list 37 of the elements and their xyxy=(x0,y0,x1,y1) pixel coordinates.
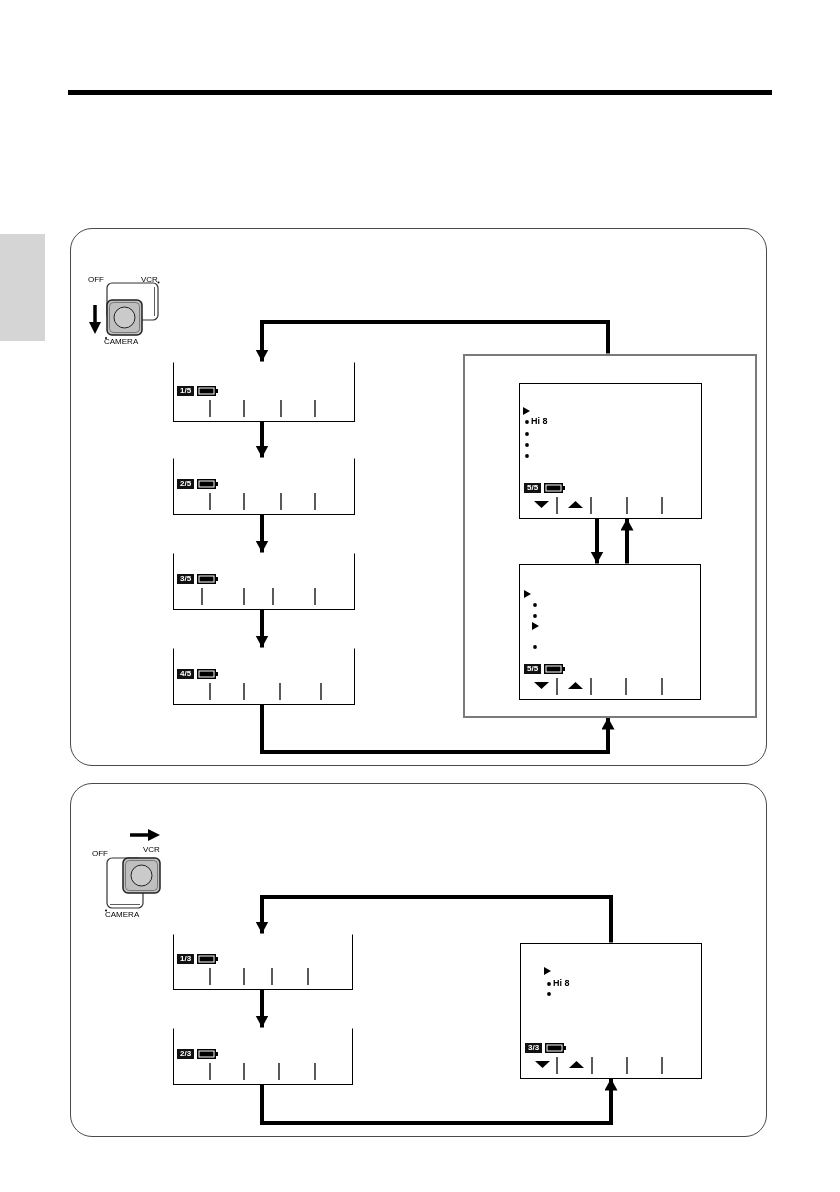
page-indicator: 1/3 xyxy=(177,954,195,964)
flow-arrow xyxy=(255,320,610,362)
switch-position-label: CAMERA xyxy=(104,337,139,346)
lcd-menu-screen xyxy=(518,563,701,700)
page-indicator: 2/5 xyxy=(177,479,195,489)
flow-arrow xyxy=(255,421,269,458)
lcd-screen xyxy=(172,552,355,610)
switch-position-label: OFF xyxy=(92,849,108,858)
switch-position-label: VCR xyxy=(143,845,160,854)
flow-arrow xyxy=(620,518,634,564)
lcd-screen xyxy=(172,361,355,422)
screen-group-frame xyxy=(462,353,757,718)
lcd-screen xyxy=(172,647,355,705)
switch-position-label: VCR xyxy=(141,275,158,284)
page-indicator: 5/5 xyxy=(524,664,542,674)
flow-arrow xyxy=(260,1078,618,1125)
format-indicator: Hi 8 xyxy=(531,416,548,427)
flow-arrow xyxy=(590,518,604,564)
flow-arrow xyxy=(255,989,269,1028)
page-indicator: 3/5 xyxy=(177,574,195,584)
page-indicator: 3/3 xyxy=(525,1043,543,1053)
lcd-screen xyxy=(172,1027,353,1085)
lcd-menu-screen xyxy=(518,382,702,519)
switch-position-label: OFF xyxy=(88,275,104,284)
page-indicator: 4/5 xyxy=(177,669,195,679)
page-indicator: 5/5 xyxy=(524,483,542,493)
flow-arrow xyxy=(260,704,615,754)
lcd-menu-screen xyxy=(519,942,702,1079)
lcd-screen xyxy=(172,457,355,515)
page-indicator: 1/5 xyxy=(177,386,195,396)
format-indicator: Hi 8 xyxy=(553,978,570,989)
flow-arrow xyxy=(255,895,613,943)
flow-arrow xyxy=(255,609,269,648)
lcd-screen xyxy=(172,933,353,990)
page-indicator: 2/3 xyxy=(177,1049,195,1059)
flow-arrow xyxy=(255,514,269,553)
switch-position-label: CAMERA xyxy=(105,910,140,919)
